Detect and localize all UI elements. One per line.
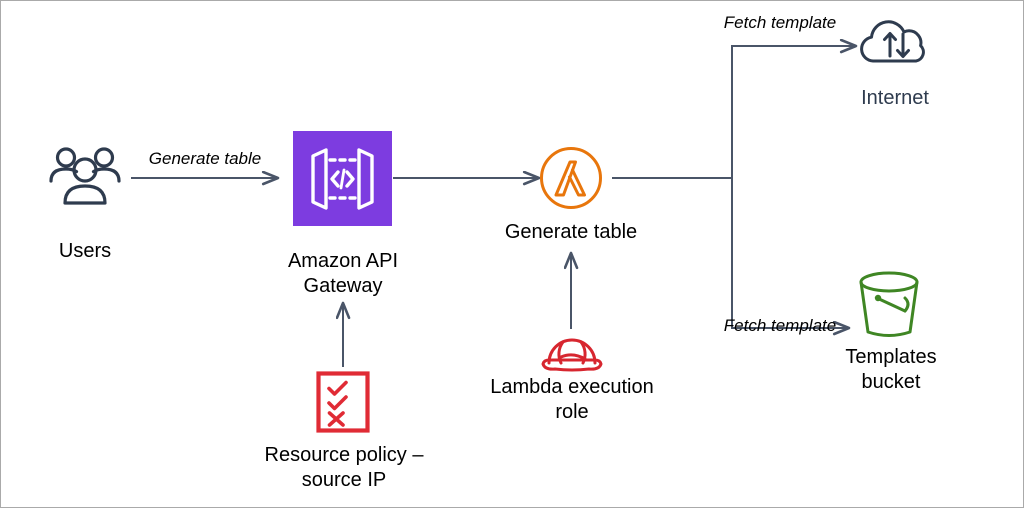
resource-policy-checklist-icon: [316, 371, 370, 433]
node-label-templates-bucket: Templates bucket: [845, 346, 937, 393]
aws-lambda-icon: [539, 146, 603, 210]
node-label-users: Users: [58, 240, 112, 262]
node-label-lambda-execution-role: Lambda execution role: [490, 376, 654, 423]
users-group-icon: [47, 145, 123, 207]
node-label-api-gateway: Amazon API Gateway: [287, 250, 399, 297]
edge-label-fetch-template-bucket: Fetch template: [723, 316, 837, 335]
node-label-resource-policy: Resource policy – source IP: [264, 444, 424, 491]
s3-bucket-icon: [852, 269, 928, 341]
amazon-api-gateway-icon: [293, 131, 392, 226]
node-label-internet: Internet: [861, 87, 929, 109]
internet-cloud-icon: [859, 15, 931, 71]
edge-label-fetch-template-internet: Fetch template: [723, 13, 837, 32]
iam-role-hardhat-icon: [541, 331, 603, 373]
edge-lambda-to-branch-bus: [612, 46, 733, 328]
edge-label-generate-table: Generate table: [148, 149, 262, 168]
node-label-lambda: Generate table: [504, 221, 638, 243]
